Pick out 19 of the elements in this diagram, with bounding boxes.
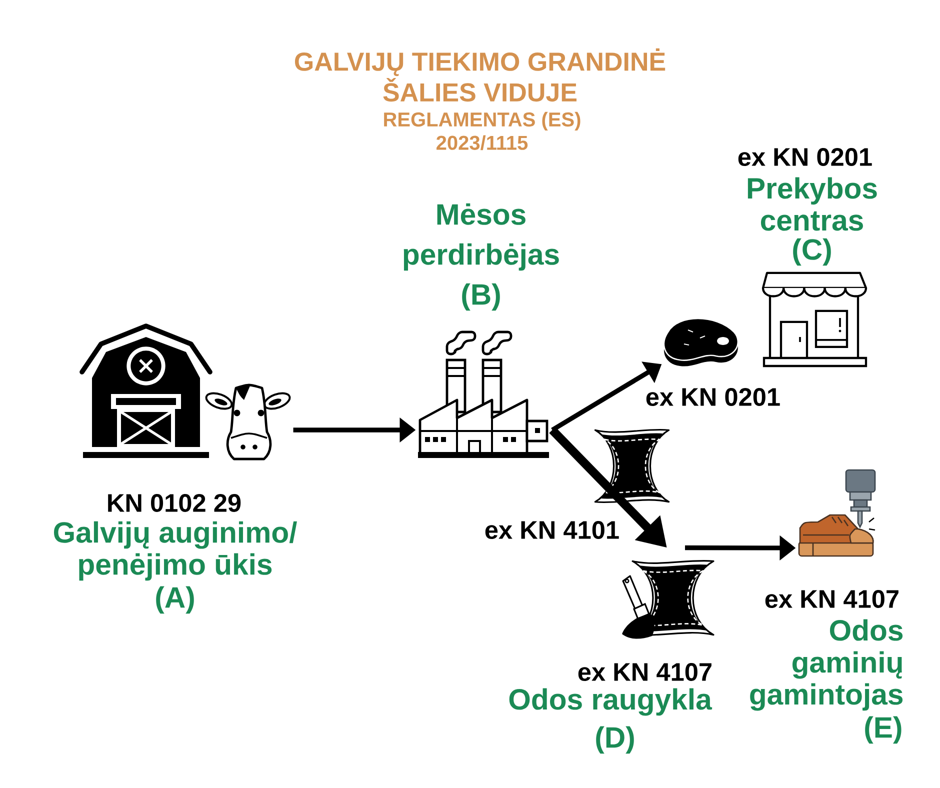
edge-label: ex KN 0201	[646, 388, 780, 406]
letter-label: (C)	[793, 238, 831, 266]
code-label: ex KN 4107	[765, 590, 898, 608]
subtitle: REGLAMENTAS (ES) 2023/1115	[384, 112, 580, 150]
node-label: Mėsos perdirbėjas	[404, 203, 559, 271]
letter-label: (D)	[596, 726, 634, 754]
code-label: ex KN 4107	[578, 663, 712, 681]
node-label: Prekybos centras	[748, 177, 877, 231]
node-label: Odos gaminių gamintojas	[750, 619, 903, 711]
title: GALVIJŲ TIEKIMO GRANDINĖ ŠALIES VIDUJE	[294, 48, 666, 102]
code-label: ex KN 0201	[738, 148, 872, 166]
node-label: Odos raugykla	[509, 688, 712, 716]
code-label: KN 0102 29	[108, 494, 241, 512]
letter-label: (B)	[462, 283, 500, 311]
edge-label: ex KN 4101	[485, 521, 619, 539]
letter-label: (E)	[865, 716, 902, 744]
node-label: Galvijų auginimo/ penėjimo ūkis	[54, 521, 297, 581]
steak-icon	[663, 318, 739, 366]
letter-label: (A)	[156, 586, 194, 614]
